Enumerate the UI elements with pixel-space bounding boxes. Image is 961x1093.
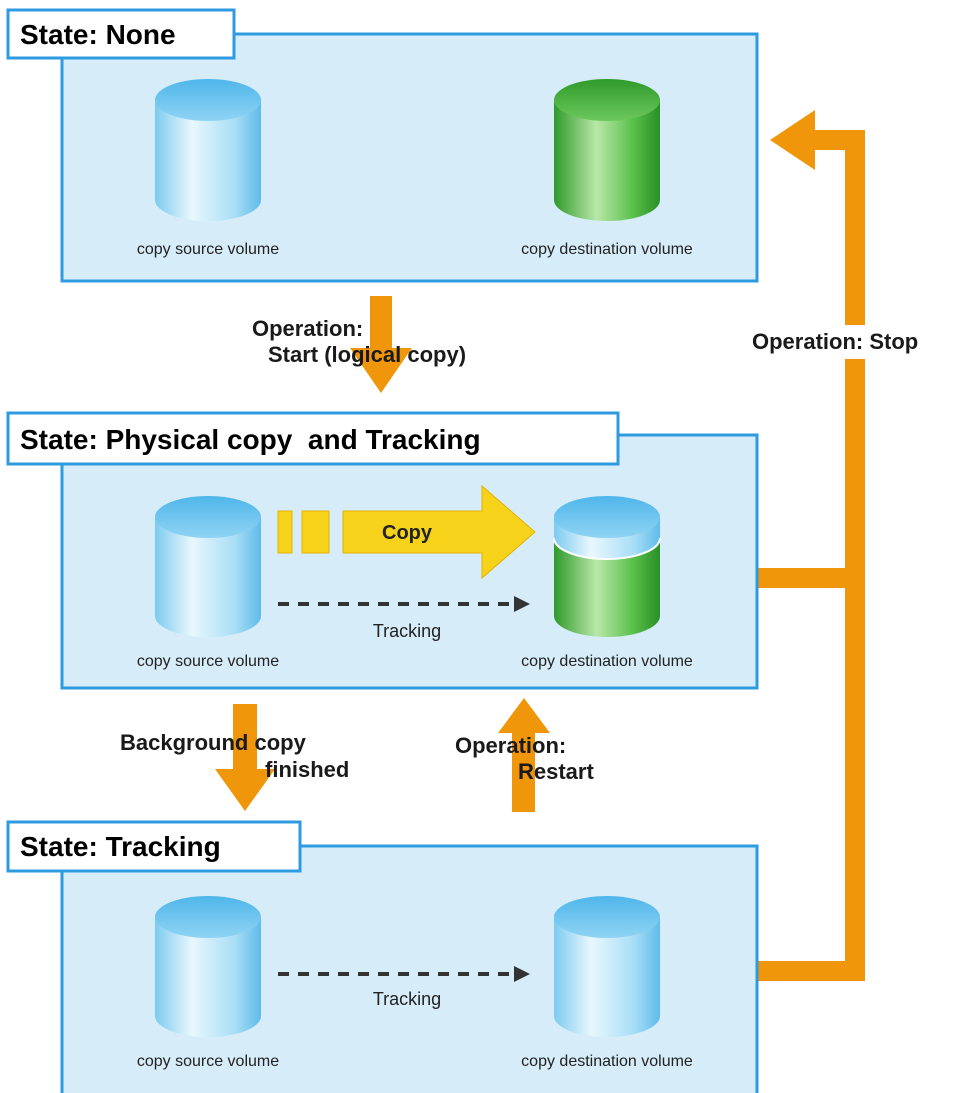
restart-arrow-icon (498, 698, 550, 812)
state-physical-title-box (6, 411, 620, 466)
destination-volume-label: copy destination volume (521, 241, 693, 258)
state-none-panel: State: None copy source volume copy dest… (6, 8, 759, 283)
copy-label: Copy (382, 522, 433, 544)
database-icon (553, 496, 661, 637)
stop-operation-label: Operation: Stop (752, 329, 918, 354)
source-volume-label: copy source volume (137, 1053, 279, 1070)
database-icon (155, 79, 261, 221)
tracking-arrow-icon (278, 966, 530, 982)
restart-operation-label: Operation: (455, 733, 566, 758)
state-none-title: State: None (20, 19, 176, 50)
start-arrow-icon (350, 296, 412, 393)
state-none-title-box (6, 8, 236, 60)
stop-loop-icon (757, 110, 865, 981)
copy-arrow-icon (277, 484, 536, 580)
database-icon (554, 79, 660, 221)
start-operation-sublabel: Start (logical copy) (268, 342, 466, 367)
tracking-label: Tracking (373, 989, 441, 1009)
source-volume-label: copy source volume (137, 241, 279, 258)
tracking-arrow-icon (278, 596, 530, 612)
database-icon (155, 896, 261, 1037)
restart-operation-sublabel: Restart (518, 759, 594, 784)
state-physical-panel: State: Physical copy and Tracking copy s… (6, 411, 759, 690)
destination-volume-label: copy destination volume (521, 1053, 693, 1070)
state-tracking-title-box (6, 820, 302, 873)
state-physical-title: State: Physical copy and Tracking (20, 424, 481, 455)
background-finished-arrow-icon (215, 704, 275, 811)
state-tracking-panel: State: Tracking copy source volume Track… (6, 820, 759, 1093)
state-tracking-title: State: Tracking (20, 831, 221, 862)
source-volume-label: copy source volume (137, 653, 279, 670)
destination-volume-label: copy destination volume (521, 653, 693, 670)
tracking-label: Tracking (373, 621, 441, 641)
background-finished-label: Background copy (120, 730, 307, 755)
database-icon (155, 496, 261, 637)
start-operation-label: Operation: (252, 316, 363, 341)
database-icon (554, 896, 660, 1037)
background-finished-sublabel: finished (265, 757, 349, 782)
